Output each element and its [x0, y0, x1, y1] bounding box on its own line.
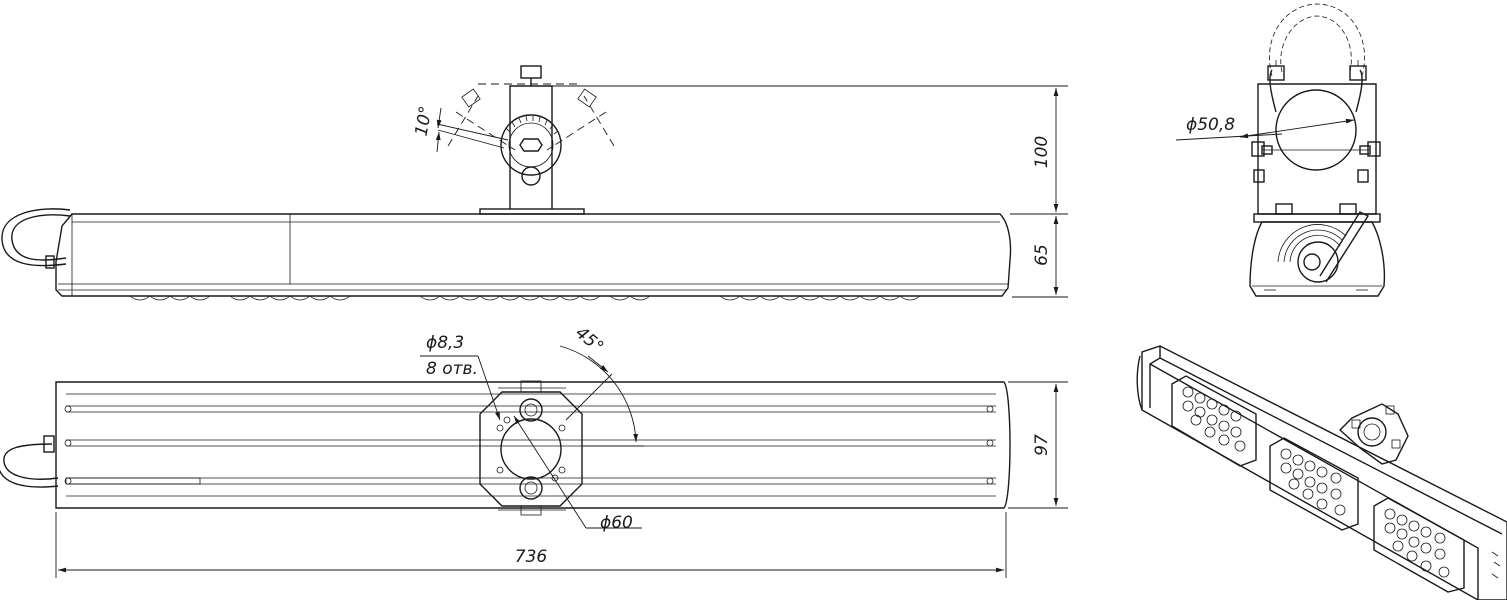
pivot-nut: [519, 138, 543, 152]
mount-dia-label: ϕ60: [600, 513, 633, 533]
mount-plate: [479, 391, 583, 507]
bracket: [509, 150, 553, 209]
hole-count-label: 8 отв.: [426, 359, 478, 379]
led-module: [1269, 437, 1359, 531]
side-view: ϕ50,8: [1175, 3, 1386, 297]
isometric-view: [1136, 345, 1507, 600]
dim-736-label: 736: [515, 547, 548, 567]
cable-top: [3, 443, 59, 480]
cable: [11, 214, 71, 261]
iso-body: [1141, 345, 1507, 600]
iso-bracket: [1338, 403, 1409, 465]
lens-row: [129, 295, 921, 301]
dim-97-label: 97: [1032, 434, 1052, 456]
luminaire-profile: [1249, 221, 1386, 297]
angle-10-label: 10°: [412, 105, 437, 138]
hole-dia-label: ϕ8,3: [426, 333, 464, 353]
luminaire-top: [55, 381, 1011, 509]
led-module: [1171, 375, 1257, 467]
dim-100-label: 100: [1032, 136, 1052, 168]
dim-65-label: 65: [1032, 244, 1052, 266]
led-module: [1373, 497, 1465, 593]
base-plate: [479, 208, 585, 215]
angle-scale: [500, 114, 562, 176]
top-bolt: [520, 65, 542, 79]
cable-gland: [45, 255, 55, 269]
top-view: 97 736 ϕ8,3 8 отв. ϕ60 45°: [0, 323, 1068, 578]
mount-circle: [500, 418, 562, 480]
front-view: 100 65 10°: [1, 65, 1068, 301]
pipe-outline: [1269, 3, 1365, 77]
pipe-dia-label: ϕ50,8: [1186, 115, 1235, 135]
luminaire-body: [55, 213, 1012, 297]
